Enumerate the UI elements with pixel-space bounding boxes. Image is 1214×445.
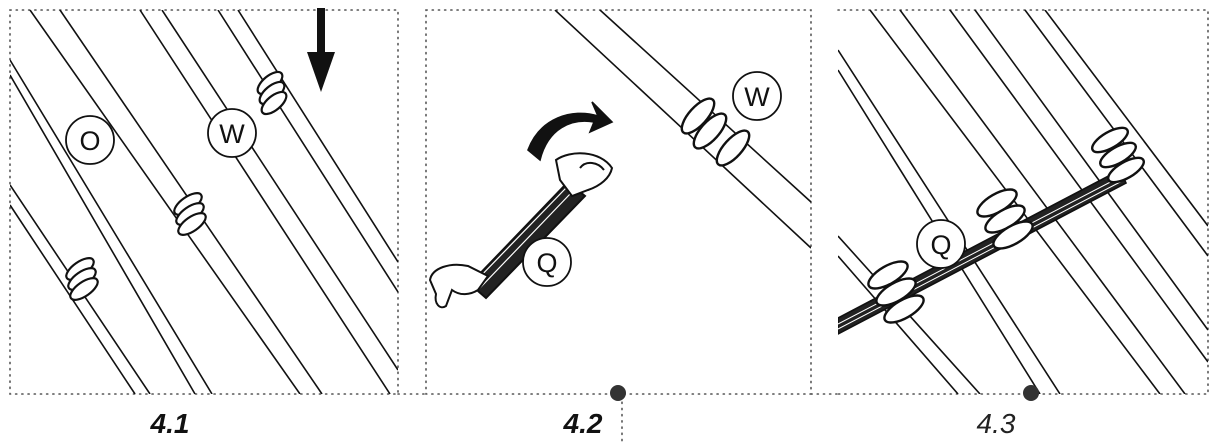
label-badge-w: W (207, 108, 257, 158)
pipe (217, 10, 398, 293)
pipe (29, 10, 323, 394)
caption-4-2: 4.2 (563, 408, 603, 439)
label-badge-o: O (65, 115, 115, 165)
label-badge-q: Q (522, 237, 572, 287)
label-q: Q (536, 248, 557, 278)
pipe (869, 10, 1186, 394)
panel-4-1 (10, 10, 398, 394)
label-badge-q: Q (916, 219, 966, 269)
pipe-ring-clip (867, 260, 925, 324)
label-w: W (219, 119, 245, 149)
down-arrow-icon (307, 8, 335, 92)
label-badge-w: W (732, 71, 782, 121)
pipe-ring-clip (1091, 126, 1145, 184)
pipe-ring-clip (256, 70, 288, 116)
panel-frames (9, 9, 1209, 445)
wrench-bar (838, 168, 1128, 335)
panel-4-3 (838, 10, 1208, 394)
pipe (139, 10, 398, 394)
label-q: Q (930, 230, 951, 260)
rotation-arrow-icon (527, 101, 614, 162)
label-w: W (744, 82, 770, 112)
panel-4-2 (428, 10, 811, 309)
pipe-ring-clip (173, 192, 207, 236)
caption-4-1: 4.1 (150, 408, 190, 439)
pipe-ring-clip (65, 257, 99, 301)
pipe (10, 59, 213, 394)
pipe-ring-clip (976, 188, 1034, 250)
wrench (428, 152, 614, 309)
label-o: O (79, 126, 100, 156)
caption-4-3: 4.3 (976, 408, 1016, 439)
dot-markers (610, 385, 1039, 401)
pipe (949, 10, 1208, 363)
pipe-ring-clip (680, 97, 751, 167)
